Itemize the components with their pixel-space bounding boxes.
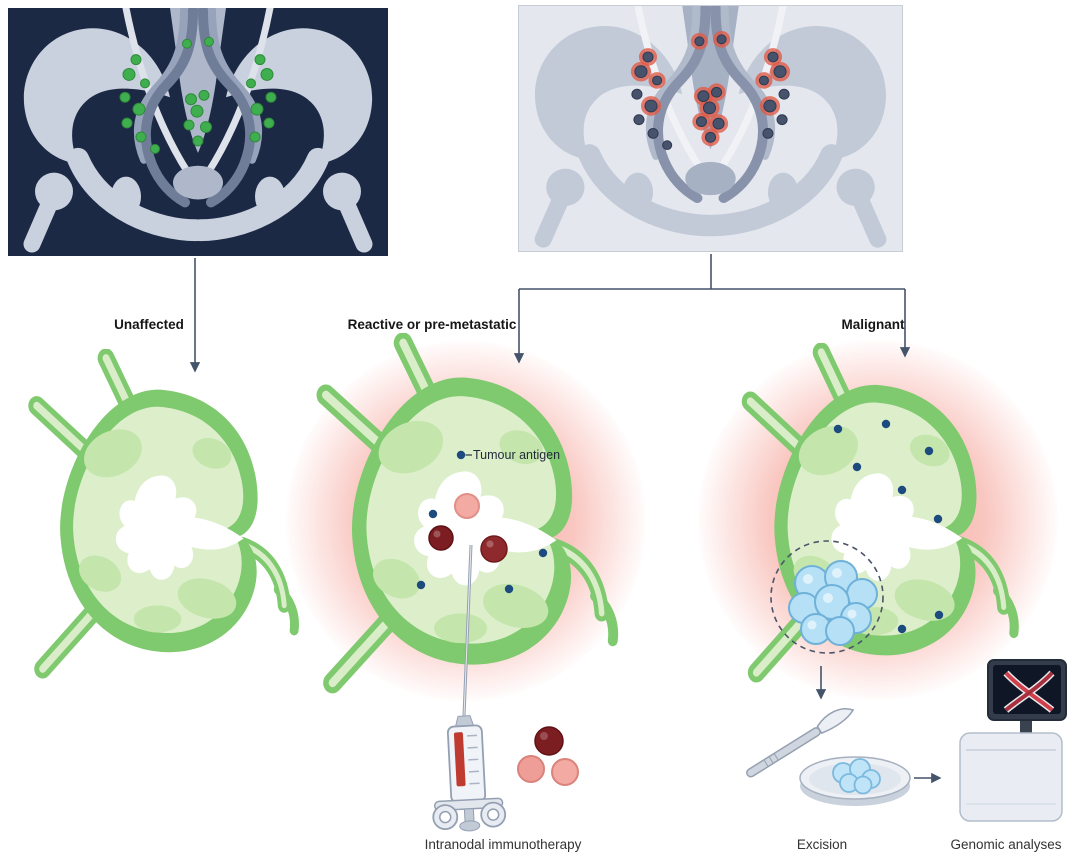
label-unaffected: Unaffected — [114, 317, 184, 332]
label-tumour-antigen: Tumour antigen — [473, 448, 561, 462]
lymph-node-unaffected — [9, 349, 306, 712]
lymph-node-malignant — [722, 343, 1026, 717]
lymph-node-reactive — [295, 333, 626, 730]
therapy-cells — [517, 726, 579, 786]
sequencer-body — [959, 732, 1063, 822]
caption-genomic-analyses: Genomic analyses — [950, 837, 1062, 852]
pelvis-panel-affected — [518, 5, 903, 252]
label-reactive: Reactive or pre-metastatic — [347, 317, 517, 332]
caption-intranodal-immunotherapy: Intranodal immunotherapy — [424, 837, 582, 852]
monitor-stand — [1020, 716, 1032, 734]
caption-excision: Excision — [796, 837, 848, 852]
pelvis-panel-unaffected — [8, 8, 388, 256]
lymph-node-chain-green — [119, 36, 277, 154]
lymph-node-chain-dark — [631, 34, 790, 151]
pelvis-unaffected-illustration — [23, 8, 373, 245]
label-malignant: Malignant — [841, 317, 905, 332]
petri-dish-icon — [799, 756, 911, 806]
pelvis-affected-illustration — [534, 6, 887, 240]
